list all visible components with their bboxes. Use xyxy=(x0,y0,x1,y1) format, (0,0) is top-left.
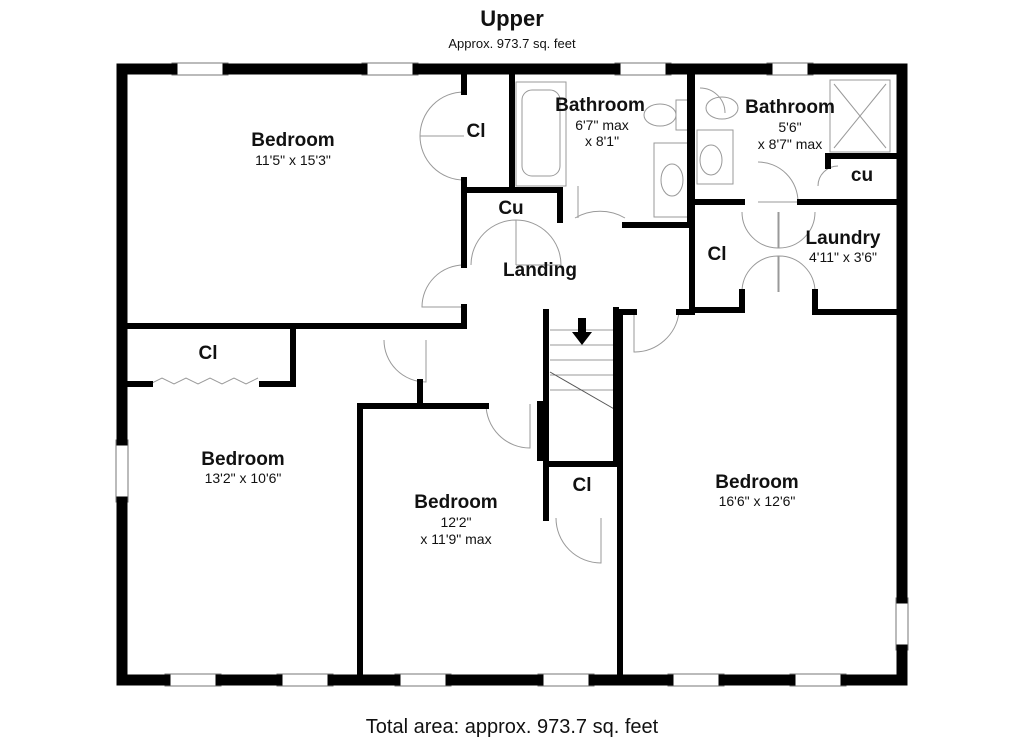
room-dimensions: 5'6" xyxy=(778,119,801,135)
window xyxy=(537,673,595,687)
room-name: Cl xyxy=(199,343,218,364)
floor-area-subtitle: Approx. 973.7 sq. feet xyxy=(448,36,576,51)
room-labels: Bedroom 11'5" x 15'3" Cl Bathroom 6'7" m… xyxy=(199,95,881,547)
door-swing xyxy=(555,517,602,564)
interior-walls xyxy=(125,71,899,677)
window xyxy=(766,62,814,76)
room-name: Cl xyxy=(573,475,592,496)
room-name: Bedroom xyxy=(715,472,798,493)
room-dimensions: 11'5" x 15'3" xyxy=(255,152,331,168)
door-swing xyxy=(699,87,726,114)
door-swing xyxy=(515,219,562,266)
door-swing xyxy=(817,165,839,187)
room-name: Bedroom xyxy=(251,130,334,151)
door-swing xyxy=(741,211,779,249)
room-dimensions: 4'11" x 3'6" xyxy=(809,249,877,265)
walls xyxy=(116,63,908,686)
room-name: Laundry xyxy=(806,228,881,249)
door-swing xyxy=(778,255,816,293)
room-dimensions: x 8'1" xyxy=(585,133,619,149)
floor-title: Upper xyxy=(480,6,544,31)
window xyxy=(895,597,909,651)
door-swing xyxy=(470,219,517,266)
room-name: Cu xyxy=(498,198,523,219)
sink xyxy=(699,144,723,176)
door-swing xyxy=(741,255,779,293)
room-dimensions: x 8'7" max xyxy=(758,136,822,152)
window xyxy=(171,62,229,76)
door-swing xyxy=(633,311,680,353)
total-area-footer: Total area: approx. 973.7 sq. feet xyxy=(365,716,659,738)
window xyxy=(276,673,334,687)
stairs-down-arrow xyxy=(572,318,592,345)
toilet xyxy=(643,103,677,127)
door-swing xyxy=(421,264,465,308)
window xyxy=(394,673,452,687)
room-name: Bathroom xyxy=(555,95,645,116)
shower xyxy=(829,79,891,153)
toilet-tank xyxy=(675,99,689,131)
door-swing xyxy=(757,161,799,203)
room-name: Cl xyxy=(467,121,486,142)
door-swing xyxy=(383,339,427,383)
room-name: Cl xyxy=(708,244,727,265)
sink xyxy=(660,163,684,197)
room-dimensions: 16'6" x 12'6" xyxy=(719,493,796,509)
room-dimensions: x 11'9" max xyxy=(420,531,491,547)
room-dimensions: 6'7" max xyxy=(575,117,629,133)
stair-treads xyxy=(549,329,617,411)
door-swing xyxy=(574,210,626,219)
windows xyxy=(115,62,909,687)
window xyxy=(115,439,129,503)
room-name: Bedroom xyxy=(414,492,497,513)
toilet xyxy=(705,96,739,120)
door-swing xyxy=(778,211,816,249)
room-name: Bedroom xyxy=(201,449,284,470)
window xyxy=(164,673,222,687)
bifold-door xyxy=(149,377,259,385)
vanity xyxy=(696,129,734,185)
door-swing xyxy=(485,403,531,449)
bathtub-inner xyxy=(521,89,561,177)
room-dimensions: 13'2" x 10'6" xyxy=(205,470,282,486)
window xyxy=(667,673,725,687)
door-swing xyxy=(419,135,465,181)
window xyxy=(789,673,847,687)
bathtub xyxy=(515,81,567,187)
room-name: Bathroom xyxy=(745,97,835,118)
room-name: cu xyxy=(851,165,873,186)
window xyxy=(361,62,419,76)
room-dimensions: 12'2" xyxy=(440,514,471,530)
exterior-walls xyxy=(116,63,908,686)
window xyxy=(614,62,672,76)
room-name: Landing xyxy=(503,260,577,281)
door-swing xyxy=(419,91,465,137)
